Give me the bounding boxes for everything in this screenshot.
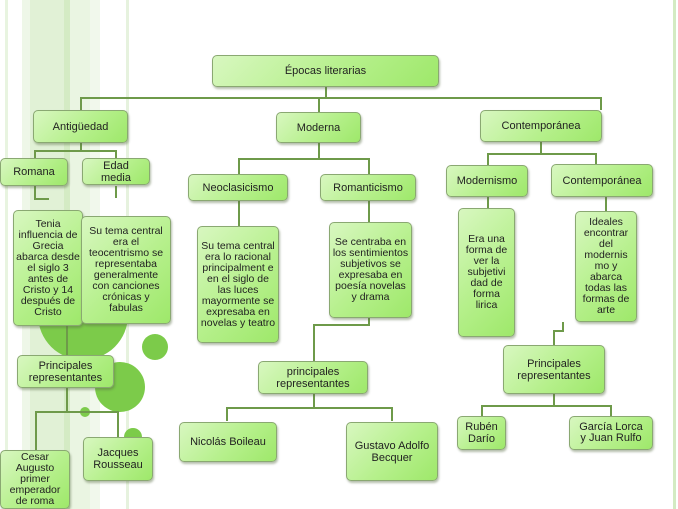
node-label: Antigüedad bbox=[52, 120, 109, 133]
description-edad-media: Su tema central era el teocentrismo se r… bbox=[81, 216, 171, 324]
connector bbox=[553, 330, 555, 346]
node-moderna: Moderna bbox=[276, 112, 361, 143]
connector bbox=[34, 186, 36, 198]
representative-name: García Lorca y Juan Rulfo bbox=[579, 421, 643, 444]
description-romanticismo: Se centraba en los sentimientos subjetiv… bbox=[329, 222, 412, 318]
connector bbox=[487, 153, 489, 165]
description-text: Tenia influencia de Grecia abarca desde … bbox=[16, 217, 80, 318]
representative-name: Cesar Augusto primer emperador de roma bbox=[9, 451, 61, 507]
node-label: Principales representantes bbox=[28, 359, 103, 384]
node-label: principales representantes bbox=[276, 365, 350, 390]
representantes-moderna: principales representantes bbox=[258, 361, 368, 394]
connector bbox=[313, 324, 315, 362]
connector bbox=[562, 322, 564, 331]
decorative-circle bbox=[142, 334, 168, 360]
connector bbox=[80, 142, 82, 151]
root-node: Épocas literarias bbox=[212, 55, 439, 87]
connector bbox=[226, 407, 393, 409]
background-stripe bbox=[673, 0, 676, 509]
node-label: Romana bbox=[13, 166, 55, 178]
connector bbox=[553, 394, 555, 406]
representative-name: Jacques Rousseau bbox=[93, 447, 143, 471]
node-label: Moderna bbox=[296, 121, 341, 134]
connector bbox=[610, 405, 612, 417]
connector bbox=[487, 197, 489, 209]
node-contemporanea-sub: Contemporánea bbox=[551, 164, 653, 197]
connector bbox=[35, 411, 37, 451]
representative-name: Nicolás Boileau bbox=[190, 436, 266, 448]
representative-name: Gustavo Adolfo Becquer bbox=[354, 439, 430, 464]
representative-name: Rubén Darío bbox=[465, 421, 498, 445]
connector bbox=[238, 158, 370, 160]
representative-item: García Lorca y Juan Rulfo bbox=[569, 416, 653, 450]
description-text: Su tema central era el teocentrismo se r… bbox=[88, 225, 164, 314]
representative-item: Jacques Rousseau bbox=[83, 437, 153, 481]
description-text: Su tema central era lo racional principa… bbox=[200, 239, 276, 329]
representantes-contemporanea: Principales representantes bbox=[503, 345, 605, 394]
connector bbox=[313, 324, 370, 326]
connector bbox=[487, 153, 597, 155]
node-antiguedad: Antigüedad bbox=[33, 110, 128, 143]
connector bbox=[368, 158, 370, 174]
description-text: Era una forma de ver la subjetivi dad de… bbox=[465, 233, 508, 311]
connector bbox=[553, 330, 564, 332]
node-label: Principales representantes bbox=[517, 357, 591, 382]
connector bbox=[600, 97, 602, 110]
connector bbox=[66, 326, 68, 356]
node-label: Contemporánea bbox=[501, 120, 581, 132]
background-stripe bbox=[5, 0, 8, 509]
node-label: Edad media bbox=[101, 159, 131, 184]
connector bbox=[595, 153, 597, 165]
node-contemporanea: Contemporánea bbox=[480, 110, 602, 142]
root-label: Épocas literarias bbox=[284, 65, 367, 77]
description-text: Ideales encontrar del modernis mo y abar… bbox=[582, 216, 630, 316]
connector bbox=[540, 142, 542, 154]
description-romana: Tenia influencia de Grecia abarca desde … bbox=[13, 210, 83, 326]
node-label: Romanticismo bbox=[333, 181, 403, 194]
node-modernismo: Modernismo bbox=[446, 165, 528, 197]
representative-item: Gustavo Adolfo Becquer bbox=[346, 422, 438, 481]
connector bbox=[117, 411, 119, 437]
connector bbox=[80, 97, 602, 99]
connector bbox=[318, 143, 320, 159]
connector bbox=[313, 393, 315, 408]
connector bbox=[34, 150, 117, 152]
representantes-antiguedad: Principales representantes bbox=[17, 355, 114, 388]
connector bbox=[238, 200, 240, 226]
connector bbox=[35, 411, 119, 413]
connector bbox=[115, 186, 117, 198]
node-label: Contemporánea bbox=[562, 174, 642, 187]
connector bbox=[226, 407, 228, 421]
description-modernismo: Era una forma de ver la subjetivi dad de… bbox=[458, 208, 515, 337]
connector bbox=[391, 407, 393, 421]
connector bbox=[34, 198, 49, 200]
description-text: Se centraba en los sentimientos subjetiv… bbox=[332, 236, 409, 303]
connector bbox=[66, 388, 68, 412]
connector bbox=[238, 158, 240, 174]
node-label: Modernismo bbox=[456, 175, 518, 187]
representative-item: Nicolás Boileau bbox=[179, 422, 277, 462]
representative-item: Cesar Augusto primer emperador de roma bbox=[0, 450, 70, 509]
connector bbox=[481, 405, 612, 407]
node-label: Neoclasicismo bbox=[202, 181, 274, 194]
node-romanticismo: Romanticismo bbox=[320, 174, 416, 201]
node-edad-media: Edad media bbox=[82, 158, 150, 185]
connector bbox=[481, 405, 483, 417]
node-romana: Romana bbox=[0, 158, 68, 186]
connector bbox=[325, 86, 327, 98]
connector bbox=[80, 97, 82, 110]
representative-item: Rubén Darío bbox=[457, 416, 506, 450]
description-neoclasicismo: Su tema central era lo racional principa… bbox=[197, 226, 279, 343]
connector bbox=[115, 150, 117, 158]
connector bbox=[605, 197, 607, 211]
description-contemporanea-sub: Ideales encontrar del modernis mo y abar… bbox=[575, 211, 637, 322]
node-neoclasicismo: Neoclasicismo bbox=[188, 174, 288, 201]
connector bbox=[368, 200, 370, 222]
connector bbox=[34, 150, 36, 158]
connector bbox=[318, 97, 320, 112]
connector bbox=[368, 318, 370, 325]
